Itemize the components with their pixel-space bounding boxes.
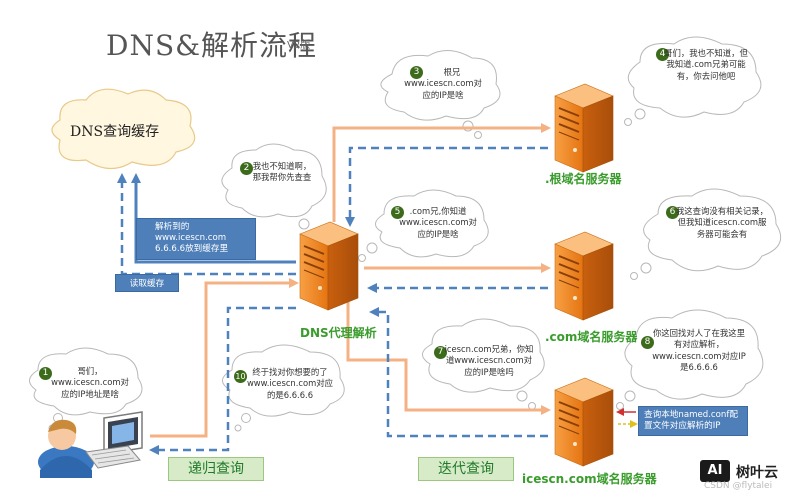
step-badge-10: 10 [234,370,247,383]
iterative-query-label: 迭代查询 [418,457,514,481]
arrow-write-cache [131,173,296,264]
bubble-10 [222,344,345,417]
bubble-7 [422,318,545,393]
step-badge-4: 4 [656,48,669,61]
step-text-2: 我也不知道啊，那我帮你先查查 [252,161,312,183]
step-badge-8: 8 [641,336,654,349]
brand-logo: AI 树叶云 [700,458,793,490]
bubble-5 [375,189,489,258]
icescn-server-icon [554,377,614,467]
brand-logo-text: 树叶云 [736,465,778,481]
read-cache-label: 读取缓存 [115,274,179,292]
csdn-watermark: CSDN @flytalei [704,481,773,491]
step-badge-2: 2 [240,162,253,175]
step-text-5: .com兄,你知道www.icescn.com对应的IP是啥 [399,206,477,239]
step-text-4: 哥们，我也不知道，但我知道.com兄弟可能有，你去问他吧 [664,48,748,81]
com-server-icon [554,231,614,321]
root-server-icon [554,83,614,173]
proxy-server-icon [299,221,359,311]
step-badge-3: 3 [410,66,423,79]
step-text-6: 我这查询没有相关记录，但我知道icescn.com服务器可能会有 [675,206,769,239]
user-icon [38,419,94,478]
root-server-label: .根域名服务器 [545,172,622,186]
diagram-title-version: V2版 [287,40,311,51]
step-text-1: 哥们，www.icescn.com对应的IP地址是啥 [51,366,129,399]
named-conf-note: 查询本地named.conf配置文件对应解析的IP [638,406,748,436]
brand-logo-mark: AI [700,460,730,482]
bubble-8 [624,309,764,400]
step-badge-5: 5 [391,206,404,219]
recursive-query-label: 递归查询 [168,457,264,481]
computer-icon [85,411,143,469]
diagram-title: DNS&解析流程 [106,29,318,62]
arrow-proxy-to-icescn [346,302,551,415]
cache-write-note: 解析到的www.icescn.com 6.6.6.6放到缓存里 [136,218,256,260]
icescn-server-label: icescn.com域名服务器 [522,472,657,486]
response-arrows [117,146,548,455]
step-text-8: 你这回找对人了在我这里有对应解析，www.icescn.com对应IP是6.6.… [652,328,746,373]
arrow-proxy-to-root [332,123,551,222]
arrow-icescn-reply [369,307,548,438]
step-badge-7: 7 [434,346,447,359]
bubble-1 [29,347,143,416]
arrow-root-reply [345,146,548,227]
step-badge-6: 6 [666,206,679,219]
step-badge-1: 1 [39,367,52,380]
step-text-3: 根兄www.icescn.com对应的IP是啥 [404,67,482,100]
request-arrows [150,123,551,438]
cache-label: DNS查询缓存 [70,124,160,140]
arrow-user-to-proxy [150,278,299,438]
arrow-proxy-to-user [149,306,296,455]
com-server-label: .com域名服务器 [545,330,638,344]
proxy-label: DNS代理解析 [300,326,377,340]
cache-cloud [51,88,196,170]
step-text-10: 终于找对你想要的了www.icescn.com对应的是6.6.6.6 [246,367,334,400]
step-text-7: icescn.com兄弟，你知道www.icescn.com对应的IP是啥吗 [444,344,534,377]
